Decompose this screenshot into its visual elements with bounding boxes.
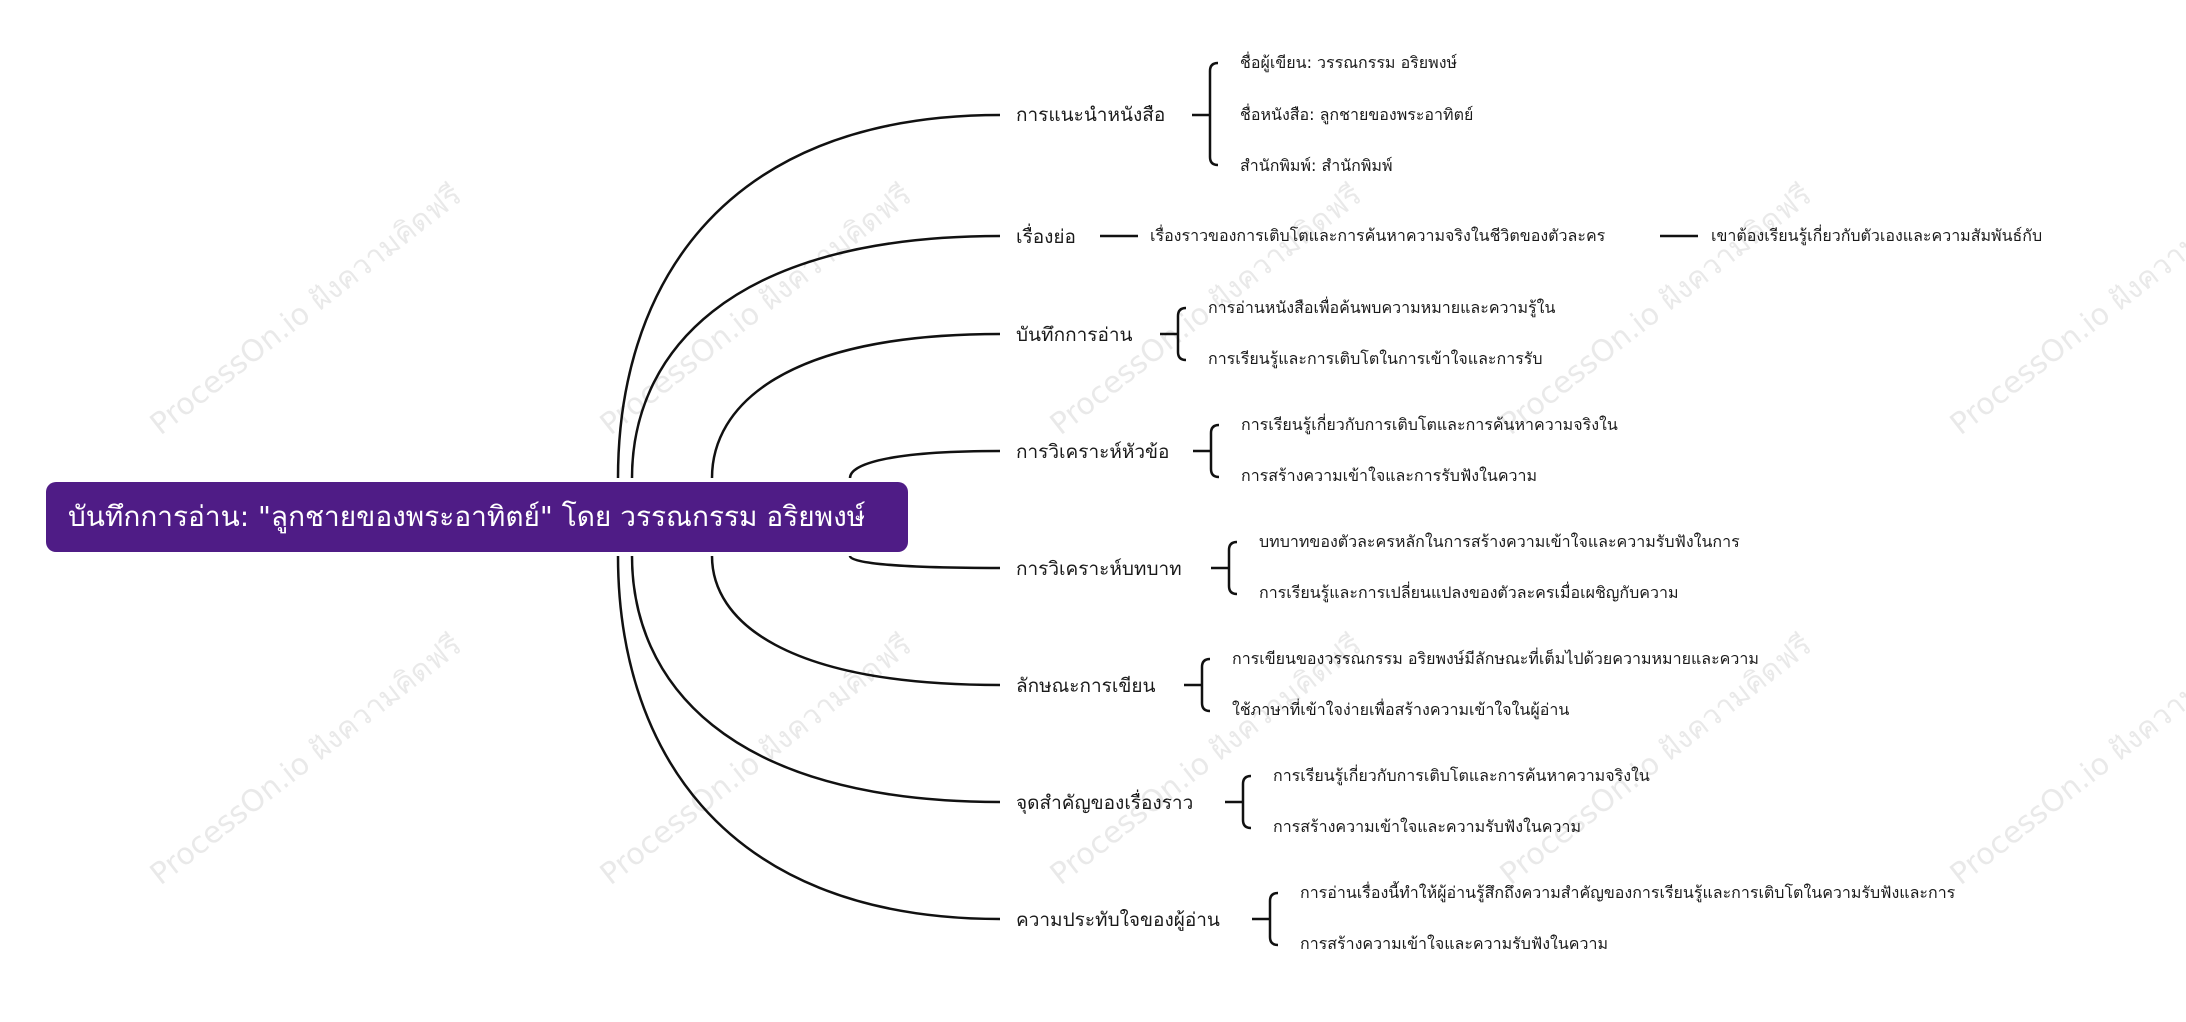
branch-connector <box>630 555 1001 804</box>
subtopic-theme-analysis-1[interactable]: การเรียนรู้เกี่ยวกับการเติบโตและการค้นหา… <box>1241 414 1618 436</box>
subtopic-label: เขาต้องเรียนรู้เกี่ยวกับตัวเองและความสัม… <box>1711 226 2043 245</box>
topic-label: การวิเคราะห์บทบาท <box>1016 558 1182 580</box>
topic-synopsis[interactable]: เรื่องย่อ <box>1016 224 1076 250</box>
branch-connector <box>630 234 1001 479</box>
subtopic-label: การสร้างความเข้าใจและความรับฟังในความ <box>1273 817 1582 836</box>
topic-story-highlights[interactable]: จุดสำคัญของเรื่องราว <box>1016 790 1193 816</box>
subtopic-label: การเรียนรู้เกี่ยวกับการเติบโตและการค้นหา… <box>1241 415 1618 434</box>
subtopic-label: การเขียนของวรรณกรรม อริยพงษ์มีลักษณะที่เ… <box>1232 649 1759 668</box>
topic-label: จุดสำคัญของเรื่องราว <box>1016 792 1194 814</box>
bracket-curve <box>1208 61 1219 167</box>
subtopic-story-highlights-1[interactable]: การเรียนรู้เกี่ยวกับการเติบโตและการค้นหา… <box>1273 765 1650 787</box>
topic-label: การแนะนำหนังสือ <box>1016 104 1166 126</box>
subtopic-role-analysis-2[interactable]: การเรียนรู้และการเปลี่ยนแปลงของตัวละครเม… <box>1259 582 1679 604</box>
bracket-curve <box>1241 774 1252 830</box>
subtopic-label: ชื่อผู้เขียน: วรรณกรรม อริยพงษ์ <box>1240 53 1458 72</box>
branch-connector <box>616 555 1001 921</box>
bracket-curve <box>1176 306 1187 362</box>
subtopic-publisher[interactable]: สำนักพิมพ์: สำนักพิมพ์ <box>1240 155 1393 177</box>
branch-connector <box>710 332 1001 479</box>
branch-connector <box>710 555 1001 687</box>
subtopic-story-highlights-2[interactable]: การสร้างความเข้าใจและความรับฟังในความ <box>1273 816 1581 838</box>
subtopic-reading-notes-2[interactable]: การเรียนรู้และการเติบโตในการเข้าใจและการ… <box>1208 348 1543 370</box>
topic-book-introduction[interactable]: การแนะนำหนังสือ <box>1016 102 1165 128</box>
subtopic-role-analysis-1[interactable]: บทบาทของตัวละครหลักในการสร้างความเข้าใจแ… <box>1259 531 1740 553</box>
subtopic-theme-analysis-2[interactable]: การสร้างความเข้าใจและการรับฟังในความ <box>1241 465 1537 487</box>
subtopic-label: การอ่านเรื่องนี้ทำให้ผู้อ่านรู้สึกถึงควา… <box>1300 883 1956 902</box>
topic-label: เรื่องย่อ <box>1016 226 1076 248</box>
subtopic-writing-style-1[interactable]: การเขียนของวรรณกรรม อริยพงษ์มีลักษณะที่เ… <box>1232 648 1759 670</box>
subtopic-label: บทบาทของตัวละครหลักในการสร้างความเข้าใจแ… <box>1259 532 1740 551</box>
subtopic-reader-impression-2[interactable]: การสร้างความเข้าใจและความรับฟังในความ <box>1300 933 1608 955</box>
subtopic-author[interactable]: ชื่อผู้เขียน: วรรณกรรม อริยพงษ์ <box>1240 52 1457 74</box>
bracket-curve <box>1209 423 1220 479</box>
topic-reading-notes[interactable]: บันทึกการอ่าน <box>1016 322 1133 348</box>
subtopic-synopsis-story[interactable]: เรื่องราวของการเติบโตและการค้นหาความจริง… <box>1150 225 1605 247</box>
topic-label: การวิเคราะห์หัวข้อ <box>1016 441 1170 463</box>
branch-connector <box>848 555 1001 570</box>
root-topic-label: บันทึกการอ่าน: "ลูกชายของพระอาทิตย์" โดย… <box>68 500 866 533</box>
subtopic-writing-style-2[interactable]: ใช้ภาษาที่เข้าใจง่ายเพื่อสร้างความเข้าใจ… <box>1232 699 1569 721</box>
subtopic-reader-impression-1[interactable]: การอ่านเรื่องนี้ทำให้ผู้อ่านรู้สึกถึงควา… <box>1300 882 1955 904</box>
subtopic-label: การเรียนรู้และการเปลี่ยนแปลงของตัวละครเม… <box>1259 583 1679 602</box>
topic-label: ลักษณะการเขียน <box>1016 675 1156 697</box>
topic-label: บันทึกการอ่าน <box>1016 324 1133 346</box>
topic-reader-impression[interactable]: ความประทับใจของผู้อ่าน <box>1016 907 1220 933</box>
root-topic[interactable]: บันทึกการอ่าน: "ลูกชายของพระอาทิตย์" โดย… <box>46 482 908 552</box>
topic-theme-analysis[interactable]: การวิเคราะห์หัวข้อ <box>1016 439 1169 465</box>
subtopic-synopsis-detail[interactable]: เขาต้องเรียนรู้เกี่ยวกับตัวเองและความสัม… <box>1711 225 2042 247</box>
subtopic-label: การอ่านหนังสือเพื่อค้นพบความหมายและความร… <box>1208 298 1556 317</box>
subtopic-label: เรื่องราวของการเติบโตและการค้นหาความจริง… <box>1150 226 1606 245</box>
bracket-curve <box>1268 891 1279 947</box>
subtopic-label: การเรียนรู้และการเติบโตในการเข้าใจและการ… <box>1208 349 1543 368</box>
topic-role-analysis[interactable]: การวิเคราะห์บทบาท <box>1016 556 1182 582</box>
subtopic-label: การเรียนรู้เกี่ยวกับการเติบโตและการค้นหา… <box>1273 766 1650 785</box>
subtopic-reading-notes-1[interactable]: การอ่านหนังสือเพื่อค้นพบความหมายและความร… <box>1208 297 1555 319</box>
topic-writing-style[interactable]: ลักษณะการเขียน <box>1016 673 1156 699</box>
subtopic-label: ใช้ภาษาที่เข้าใจง่ายเพื่อสร้างความเข้าใจ… <box>1232 700 1570 719</box>
bracket-curve <box>1200 657 1211 713</box>
bracket-curve <box>1227 540 1238 596</box>
branch-connector <box>616 113 1001 479</box>
subtopic-label: ชื่อหนังสือ: ลูกชายของพระอาทิตย์ <box>1240 105 1474 124</box>
subtopic-label: สำนักพิมพ์: สำนักพิมพ์ <box>1240 156 1393 175</box>
subtopic-label: การสร้างความเข้าใจและความรับฟังในความ <box>1300 934 1609 953</box>
subtopic-book-title[interactable]: ชื่อหนังสือ: ลูกชายของพระอาทิตย์ <box>1240 104 1473 126</box>
subtopic-label: การสร้างความเข้าใจและการรับฟังในความ <box>1241 466 1538 485</box>
branch-connector <box>848 449 1001 479</box>
topic-label: ความประทับใจของผู้อ่าน <box>1016 909 1220 931</box>
